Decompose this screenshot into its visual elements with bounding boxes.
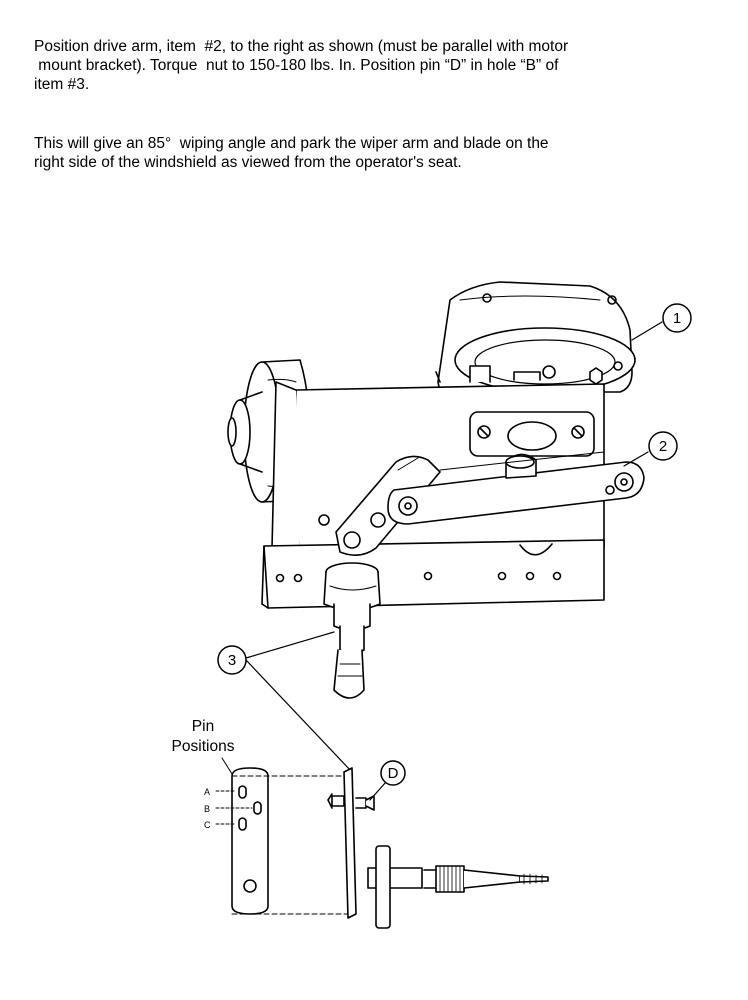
instruction-line: Position drive arm, item #2, to the righ… [34, 38, 569, 55]
callout-d: D [369, 760, 406, 801]
callout-3: 3 [217, 631, 353, 773]
output-shaft [323, 562, 381, 699]
instruction-paragraph-2: This will give an 85° wiping angle and p… [34, 134, 739, 172]
wiper-motor-assembly-diagram: 1 2 3 Pin Positions A B C [172, 281, 692, 929]
instruction-line: item #3. [34, 76, 90, 93]
gear-housing [435, 281, 636, 393]
instruction-paragraph-1: Position drive arm, item #2, to the righ… [34, 37, 739, 94]
hole-label-a: A [204, 787, 210, 797]
callout-1: 1 [631, 303, 692, 341]
callout-d-label: D [388, 765, 399, 782]
pin-positions-label-line1: Pin [192, 718, 214, 735]
callout-3-label: 3 [228, 652, 236, 669]
hole-label-b: B [204, 804, 210, 814]
callout-2-label: 2 [659, 438, 667, 455]
drive-arm [387, 451, 645, 525]
pin-positions-label-line2: Positions [172, 738, 235, 755]
instruction-line: mount bracket). Torque nut to 150-180 lb… [34, 57, 559, 74]
instruction-line: right side of the windshield as viewed f… [34, 154, 462, 171]
callout-2: 2 [623, 431, 678, 467]
instruction-line: This will give an 85° wiping angle and p… [34, 135, 549, 152]
hole-label-c: C [204, 820, 211, 830]
crank-plate-detail [215, 767, 349, 915]
bottom-mount-rail [261, 539, 605, 609]
callout-1-label: 1 [673, 310, 681, 327]
crank-side-view [327, 767, 549, 929]
